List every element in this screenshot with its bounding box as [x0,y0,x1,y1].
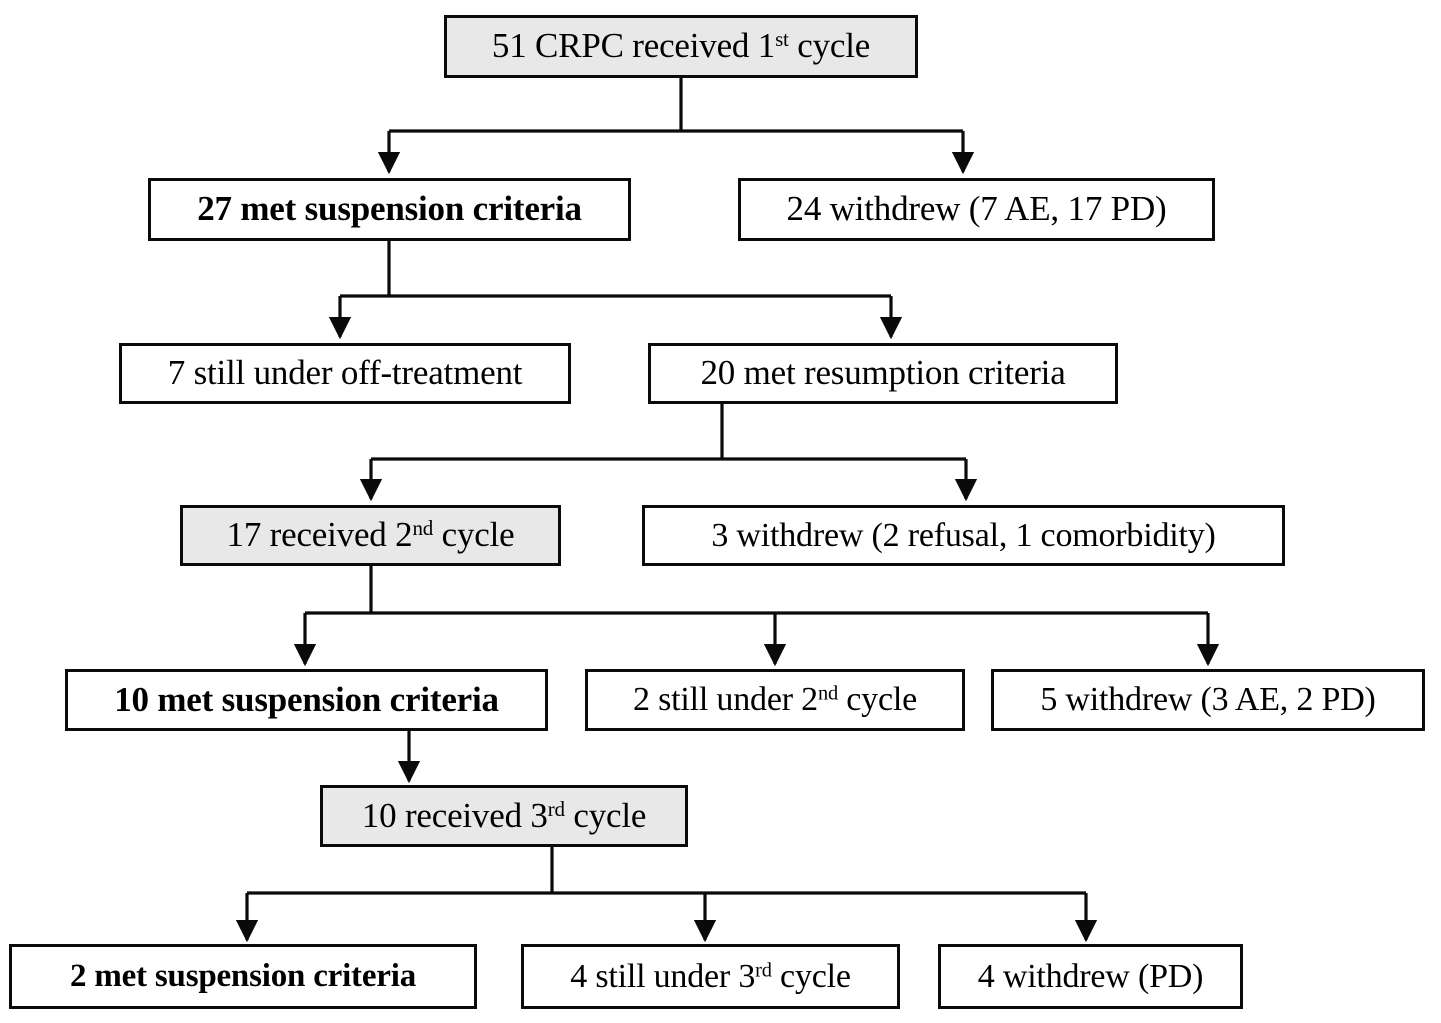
node-text-prefix: 4 still under 3 [570,957,756,995]
node-text-ordinal-suffix: rd [547,796,565,821]
node-text-ordinal-suffix: nd [817,682,838,705]
node-label: 10 received 3rd cycle [354,795,654,835]
node-label: 5 withdrew (3 AE, 2 PD) [1032,682,1383,718]
node-label: 24 withdrew (7 AE, 17 PD) [779,189,1175,229]
node-text-ordinal-suffix: nd [412,516,434,541]
node-label: 2 still under 2nd cycle [625,682,925,718]
node-4-still-under-3rd-cycle[interactable]: 4 still under 3rd cycle [521,944,900,1009]
node-2-still-under-2nd-cycle[interactable]: 2 still under 2nd cycle [585,669,965,731]
node-label: 27 met suspension criteria [189,189,590,229]
node-text-prefix: 7 still under off-treatment [167,353,523,393]
node-label: 7 still under off-treatment [160,353,531,393]
node-label: 17 received 2nd cycle [219,515,523,555]
node-text-ordinal-suffix: st [775,27,789,52]
node-5-withdrew[interactable]: 5 withdrew (3 AE, 2 PD) [991,669,1425,731]
node-text-prefix: 17 received 2 [226,515,413,555]
node-51-crpc-received-1st-cycle[interactable]: 51 CRPC received 1st cycle [444,15,918,78]
node-label: 10 met suspension criteria [106,679,507,719]
node-text-prefix: 2 met suspension criteria [69,958,417,995]
node-label: 4 still under 3rd cycle [562,957,859,995]
node-text-prefix: 4 withdrew (PD) [977,957,1204,995]
node-text-suffix: cycle [771,957,851,995]
node-text-suffix: cycle [788,26,871,66]
node-27-met-suspension-criteria[interactable]: 27 met suspension criteria [148,178,631,241]
node-10-received-3rd-cycle[interactable]: 10 received 3rd cycle [320,785,688,847]
node-7-still-under-off-treatment[interactable]: 7 still under off-treatment [119,343,571,404]
node-20-met-resumption-criteria[interactable]: 20 met resumption criteria [648,343,1118,404]
node-text-prefix: 10 met suspension criteria [114,679,499,719]
node-24-withdrew[interactable]: 24 withdrew (7 AE, 17 PD) [738,178,1215,241]
node-10-met-suspension-criteria[interactable]: 10 met suspension criteria [65,669,548,731]
node-3-withdrew[interactable]: 3 withdrew (2 refusal, 1 comorbidity) [642,505,1285,566]
node-text-prefix: 24 withdrew (7 AE, 17 PD) [786,189,1167,229]
node-text-prefix: 2 still under 2 [633,681,818,719]
node-17-received-2nd-cycle[interactable]: 17 received 2nd cycle [180,505,561,566]
node-text-suffix: cycle [564,795,647,835]
node-text-prefix: 51 CRPC received 1 [491,26,776,66]
node-text-prefix: 20 met resumption criteria [700,353,1066,393]
node-text-prefix: 5 withdrew (3 AE, 2 PD) [1040,681,1376,719]
node-text-suffix: cycle [837,681,917,719]
node-4-withdrew-pd[interactable]: 4 withdrew (PD) [938,944,1243,1009]
node-label: 2 met suspension criteria [62,959,424,994]
node-text-prefix: 10 received 3 [361,795,548,835]
node-text-prefix: 3 withdrew (2 refusal, 1 comorbidity) [711,516,1216,554]
node-label: 20 met resumption criteria [692,353,1073,393]
node-label: 4 withdrew (PD) [970,957,1212,995]
node-text-suffix: cycle [433,515,515,555]
node-text-ordinal-suffix: rd [755,959,772,982]
node-text-prefix: 27 met suspension criteria [197,189,582,229]
node-label: 51 CRPC received 1st cycle [484,26,878,66]
node-2-met-suspension-criteria[interactable]: 2 met suspension criteria [9,944,477,1009]
node-label: 3 withdrew (2 refusal, 1 comorbidity) [703,516,1223,554]
